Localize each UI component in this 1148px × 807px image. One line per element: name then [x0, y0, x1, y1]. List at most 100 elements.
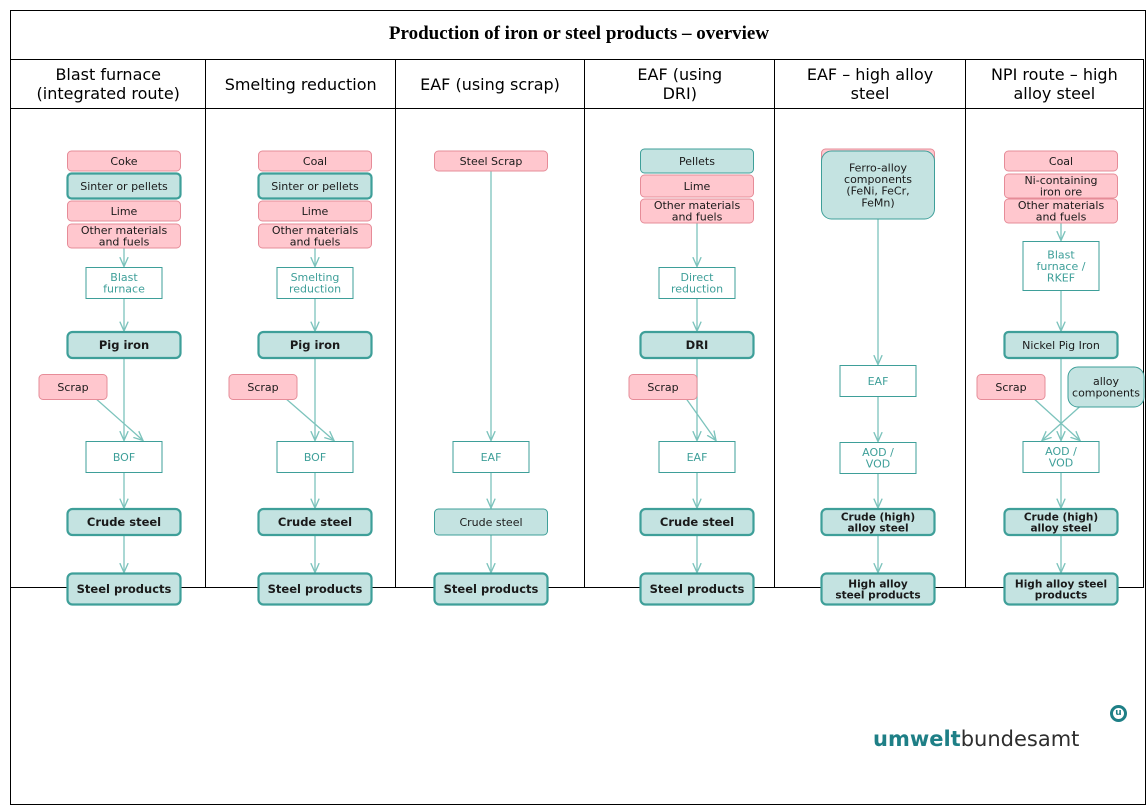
- lime-input: Lime: [67, 200, 181, 222]
- other-materials-input-label: and fuels: [1036, 211, 1087, 224]
- eaf-process-label: EAF: [868, 375, 889, 388]
- other-materials-input-label: and fuels: [672, 211, 723, 224]
- scrap-input: Scrap: [38, 374, 108, 400]
- scrap-input-box: [228, 374, 298, 400]
- high-alloy-products-product-box: [820, 572, 936, 606]
- column-header-smelting-reduction: Smelting reduction: [205, 59, 396, 109]
- steel-products-product-box: [257, 572, 373, 606]
- crude-alloy-steel-product-box: [820, 507, 936, 537]
- eaf-process-label: EAF: [687, 451, 708, 464]
- diagram-title: Production of iron or steel products – o…: [388, 23, 770, 44]
- ni-iron-ore-input-label: iron ore: [1040, 186, 1083, 199]
- flow-arrow: [1042, 406, 1080, 441]
- alloy-components-input-label: alloy: [1093, 375, 1120, 388]
- coal-input-box: [258, 150, 372, 172]
- coke-input: Coke: [67, 150, 181, 172]
- ferro-alloy-input-label: (FeNi, FeCr,: [846, 185, 909, 198]
- flow-arrow: [286, 399, 334, 441]
- smelting-reduction-process-box: [276, 267, 354, 299]
- eaf-process-box: [839, 365, 917, 397]
- dri-product-box: [639, 330, 755, 360]
- steel-products-product: Steel products: [257, 572, 373, 606]
- other-materials-input-box: [258, 223, 372, 249]
- direct-reduction-process-label: reduction: [671, 283, 723, 296]
- sinter-pellets-input-label: Sinter or pellets: [80, 180, 168, 193]
- sinter-pellets-input-label: Sinter or pellets: [271, 180, 359, 193]
- scrap-input: Scrap: [628, 374, 698, 400]
- crude-alloy-steel-product-label: Crude (high): [841, 511, 915, 523]
- steel-scrap-input: Steel Scrap: [434, 150, 548, 172]
- scrap-input-box: [38, 374, 108, 400]
- eaf-process-box: [452, 441, 530, 473]
- crude-alloy-steel-product-label: alloy steel: [1030, 522, 1091, 534]
- diagram-frame: Production of iron or steel products – o…: [9, 10, 1146, 805]
- crude-steel-product: Crude steel: [257, 507, 373, 537]
- ferro-alloy-input-label: Ferro-alloy: [849, 162, 908, 175]
- lime-input-box: [640, 174, 754, 198]
- bof-process: BOF: [276, 441, 354, 473]
- lime-input-label: Lime: [302, 205, 329, 218]
- aod-vod-process-label: AOD /: [862, 446, 894, 459]
- umweltbundesamt-logo: umweltbundesamt: [873, 727, 1080, 751]
- crude-alloy-steel-product-box: [1003, 507, 1119, 537]
- crude-steel-product-label: Crude steel: [278, 515, 352, 529]
- sinter-pellets-input: Sinter or pellets: [257, 172, 373, 200]
- logo-mark-icon: u: [1110, 705, 1127, 722]
- steel-products-product-box: [66, 572, 182, 606]
- direct-reduction-process-box: [658, 267, 736, 299]
- aod-vod-process-label: VOD: [866, 458, 890, 471]
- steel-products-product-box: [639, 572, 755, 606]
- ni-iron-ore-input-box: [1004, 173, 1118, 199]
- alloy-components-input-label: components: [1072, 387, 1140, 400]
- crude-alloy-steel-product: Crude (high)alloy steel: [1003, 507, 1119, 537]
- aod-vod-process-box: [1022, 441, 1100, 473]
- column-header-eaf-scrap: EAF (using scrap): [394, 59, 586, 109]
- nickel-pig-iron-product-label: Nickel Pig Iron: [1022, 339, 1100, 352]
- scrap-input-box: [628, 374, 698, 400]
- crude-steel-product-box: [639, 507, 755, 537]
- high-alloy-products-product-label: products: [1035, 589, 1087, 601]
- other-materials-input-box: [640, 198, 754, 224]
- flow-arrow: [686, 399, 716, 441]
- pellets-input-box: [640, 148, 754, 174]
- bof-process-box: [276, 441, 354, 473]
- pig-iron-product: Pig iron: [66, 330, 182, 360]
- high-alloy-products-product-box: [1003, 572, 1119, 606]
- aod-vod-process: AOD /VOD: [839, 442, 917, 474]
- other-materials-input-label: and fuels: [99, 236, 150, 249]
- bof-process-label: BOF: [304, 451, 326, 464]
- steel-products-product-label: Steel products: [650, 582, 745, 596]
- crude-steel-product: Crude steel: [639, 507, 755, 537]
- bof-process-label: BOF: [113, 451, 135, 464]
- scrap-input: Scrap: [976, 374, 1046, 400]
- smelting-reduction-process-label: reduction: [289, 283, 341, 296]
- pig-iron-product-label: Pig iron: [99, 338, 149, 352]
- ni-iron-ore-input-label: Ni-containing: [1024, 174, 1097, 187]
- coke-input-label: Coke: [110, 155, 137, 168]
- lime-input-label: Lime: [111, 205, 138, 218]
- steel-products-product-label: Steel products: [268, 582, 363, 596]
- steel-products-product-label: Steel products: [77, 582, 172, 596]
- steel-scrap-input-box: [434, 150, 548, 172]
- scrap-input-label: Scrap: [247, 381, 278, 394]
- coke-input-box: [67, 150, 181, 172]
- blast-furnace-process-label: Blast: [110, 271, 138, 284]
- lime-input: Lime: [258, 200, 372, 222]
- blast-furnace-rkef-process-box: [1022, 241, 1100, 291]
- dri-product: DRI: [639, 330, 755, 360]
- lime-input-box: [258, 200, 372, 222]
- nickel-pig-iron-product-box: [1003, 330, 1119, 360]
- nickel-pig-iron-product: Nickel Pig Iron: [1003, 330, 1119, 360]
- eaf-process-box: [658, 441, 736, 473]
- pig-iron-product-box: [257, 330, 373, 360]
- ferro-alloy-input-label: FeMn): [861, 196, 894, 209]
